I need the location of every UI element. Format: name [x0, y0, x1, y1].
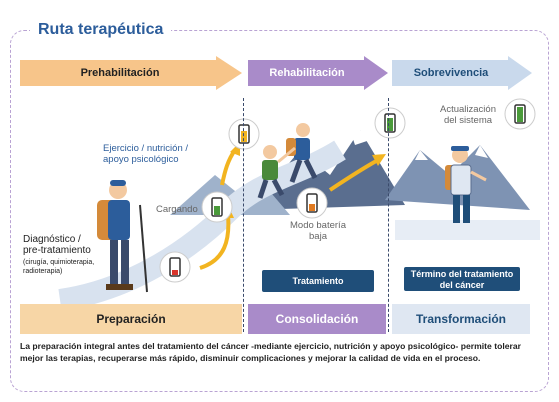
phase-arrow-shape: [392, 56, 532, 90]
caption: La preparación integral antes del tratam…: [20, 341, 521, 363]
battery-charging-icon: [201, 191, 233, 223]
phase-divider: [243, 98, 244, 332]
battery-low-icon: [159, 251, 191, 283]
diagram-title: Ruta terapéutica: [30, 21, 172, 39]
phase-rehabilitacion: Rehabilitación: [248, 56, 388, 94]
progress-arrow-head: [372, 154, 386, 166]
phase-label: Rehabilitación: [269, 67, 345, 79]
hiker-figure: [97, 180, 148, 293]
battery-full-icon: [504, 98, 536, 130]
progress-arrow: [199, 214, 231, 270]
box-termino: Término del tratamiento del cáncer: [404, 267, 520, 291]
note-modo-bateria: Modo batería baja: [290, 220, 346, 242]
climber-figures: [257, 123, 318, 199]
survivor-figure: [445, 146, 487, 223]
note-diagnostico: Diagnóstico / pre-tratamiento: [23, 234, 91, 256]
phase-divider: [388, 98, 389, 332]
phase-label: Prehabilitación: [80, 67, 160, 79]
phase-label: Sobrevivencia: [413, 67, 489, 79]
stage-transformacion: Transformación: [392, 304, 530, 334]
phase-arrow-shape: [248, 56, 388, 90]
battery-low-mode-icon: [296, 187, 328, 219]
note-actualizacion: Actualización del sistema: [440, 104, 496, 126]
progress-arrow: [328, 158, 379, 192]
box-tratamiento: Tratamiento: [262, 270, 374, 292]
phase-arrow-shape: [20, 56, 242, 90]
progress-arrow: [220, 148, 237, 186]
note-cargando: Cargando: [156, 204, 198, 215]
battery-charging-icon: [374, 107, 406, 139]
phase-prehabilitacion: Prehabilitación: [20, 56, 242, 94]
stage-preparacion: Preparación: [20, 304, 242, 334]
outer-dashed-frame: [10, 30, 549, 392]
battery-half-icon: [228, 118, 260, 150]
note-ejercicio: Ejercicio / nutrición / apoyo psicológic…: [103, 143, 189, 165]
note-diagnostico-sub: (cirugía, quimioterapia, radioterapia): [23, 259, 95, 275]
mountains: [170, 130, 540, 240]
phase-sobrevivencia: Sobrevivencia: [392, 56, 532, 94]
stage-consolidacion: Consolidación: [248, 304, 386, 334]
